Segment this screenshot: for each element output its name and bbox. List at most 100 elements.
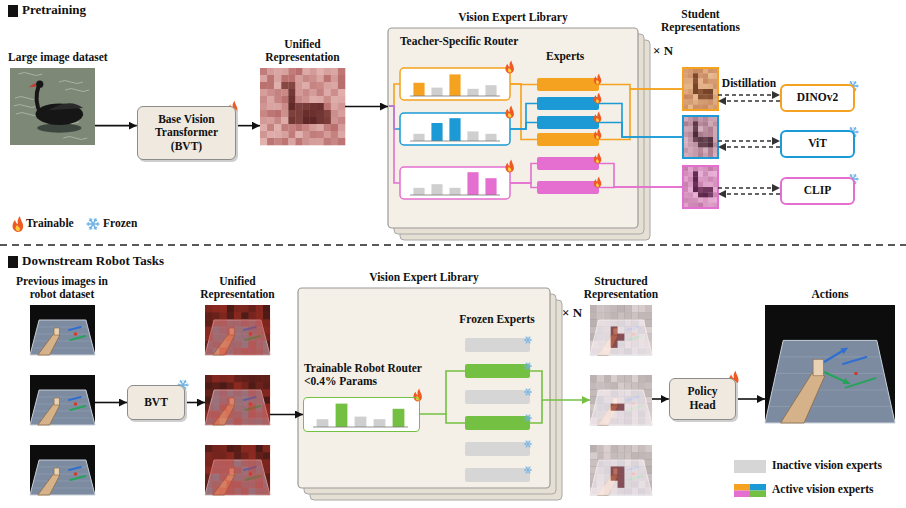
annotation: Frozen Experts xyxy=(459,313,534,325)
expert-wire xyxy=(420,371,465,414)
snow-tick xyxy=(91,227,93,229)
mosaic-cell xyxy=(310,110,317,117)
overlay-cell xyxy=(256,334,263,341)
mosaic-cell xyxy=(288,117,295,124)
overlay-cell xyxy=(597,466,604,473)
robot-arm xyxy=(213,474,235,495)
mosaic-cell xyxy=(260,103,267,110)
mosaic-cell xyxy=(708,187,713,193)
snow-tick xyxy=(528,368,529,369)
overlay-cell xyxy=(248,305,255,312)
mosaic-cell xyxy=(295,138,302,145)
overlay-cell xyxy=(219,375,226,382)
mosaic-cell xyxy=(295,103,302,110)
legend-text: Active vision experts xyxy=(772,483,874,495)
overlay-cell xyxy=(227,382,234,389)
connector xyxy=(736,399,765,400)
trainable-icon xyxy=(594,128,601,139)
mosaic-cell xyxy=(303,124,310,131)
mosaic-cell xyxy=(303,75,310,82)
mosaic-cell xyxy=(703,132,708,138)
overlay-cell xyxy=(604,382,611,389)
table-texture xyxy=(34,341,92,342)
overlay-cell xyxy=(256,389,263,396)
mosaic-cell xyxy=(295,75,302,82)
mosaic-cell xyxy=(708,171,713,177)
mosaic-cell xyxy=(274,82,281,89)
scene-backdrop xyxy=(590,375,652,425)
connector-line xyxy=(345,106,388,108)
student-representation xyxy=(683,68,718,110)
mosaic-cell xyxy=(288,82,295,89)
green-pen xyxy=(70,336,85,340)
histogram-bar xyxy=(449,74,460,96)
overlay-cell xyxy=(611,452,618,459)
overlay-cell xyxy=(645,452,652,459)
overlay-cell xyxy=(611,411,618,418)
overlay-cell xyxy=(212,375,219,382)
legend-holder: Trainable xyxy=(26,217,74,230)
mosaic-cell xyxy=(317,110,324,117)
mosaic-cell xyxy=(688,100,693,106)
router-histogram xyxy=(410,118,500,141)
overlay-cell xyxy=(590,466,597,473)
mosaic-cell xyxy=(260,138,267,145)
connector-line xyxy=(718,140,780,142)
overlay-cell xyxy=(618,488,625,495)
overlay-cell xyxy=(624,452,631,459)
table-texture xyxy=(34,411,92,412)
connector xyxy=(270,414,303,415)
expert-block xyxy=(537,157,599,170)
mosaic-cell xyxy=(698,94,703,100)
overlay-cell xyxy=(256,474,263,481)
mosaic-cell xyxy=(693,89,698,95)
mosaic-cell xyxy=(260,89,267,96)
mosaic-cell xyxy=(698,121,703,127)
overlay-cell xyxy=(604,334,611,341)
overlay-cell xyxy=(205,474,212,481)
snow-tick xyxy=(530,470,532,471)
overlay-cell xyxy=(234,341,241,348)
overlay-cell xyxy=(248,312,255,319)
mosaic-cell xyxy=(698,177,703,183)
overlay-cell xyxy=(219,445,226,452)
overlay-cell xyxy=(618,466,625,473)
histogram-bar xyxy=(431,184,442,195)
inactive-expert xyxy=(465,390,530,404)
overlay-cell xyxy=(645,326,652,333)
overlay-cell xyxy=(604,445,611,452)
expert-block xyxy=(537,97,599,110)
legend-sample xyxy=(13,216,24,232)
overlay-cell xyxy=(590,341,597,348)
overlay-cell xyxy=(604,404,611,411)
overlay-cell xyxy=(248,481,255,488)
overlay-cell xyxy=(212,452,219,459)
overlay-cell xyxy=(248,466,255,473)
snow-tick xyxy=(526,467,527,468)
scene-backdrop xyxy=(590,445,652,495)
mosaic-cell xyxy=(260,117,267,124)
overlay-cell xyxy=(624,411,631,418)
overlay-cell xyxy=(219,341,226,348)
active-expert-swatch xyxy=(734,491,750,498)
overlay-cell xyxy=(241,445,248,452)
mosaic-cell xyxy=(310,117,317,124)
overlay-cell xyxy=(624,348,631,355)
overlay-cell xyxy=(611,348,618,355)
overlay-cell xyxy=(212,481,219,488)
overlay-cell xyxy=(638,334,645,341)
table-top xyxy=(205,320,270,355)
overlay-cell xyxy=(611,466,618,473)
mosaic-cell xyxy=(698,84,703,90)
mosaic-cell xyxy=(331,124,338,131)
library-stack xyxy=(298,288,562,500)
overlay-cell xyxy=(256,305,263,312)
mosaic-cell xyxy=(274,96,281,103)
label-holder: × N xyxy=(653,44,673,59)
connector xyxy=(550,400,590,401)
overlay-cell xyxy=(212,474,219,481)
mosaic-cell xyxy=(324,96,331,103)
mosaic-cell xyxy=(324,124,331,131)
overlay-cell xyxy=(241,481,248,488)
histogram-bar xyxy=(485,178,496,195)
